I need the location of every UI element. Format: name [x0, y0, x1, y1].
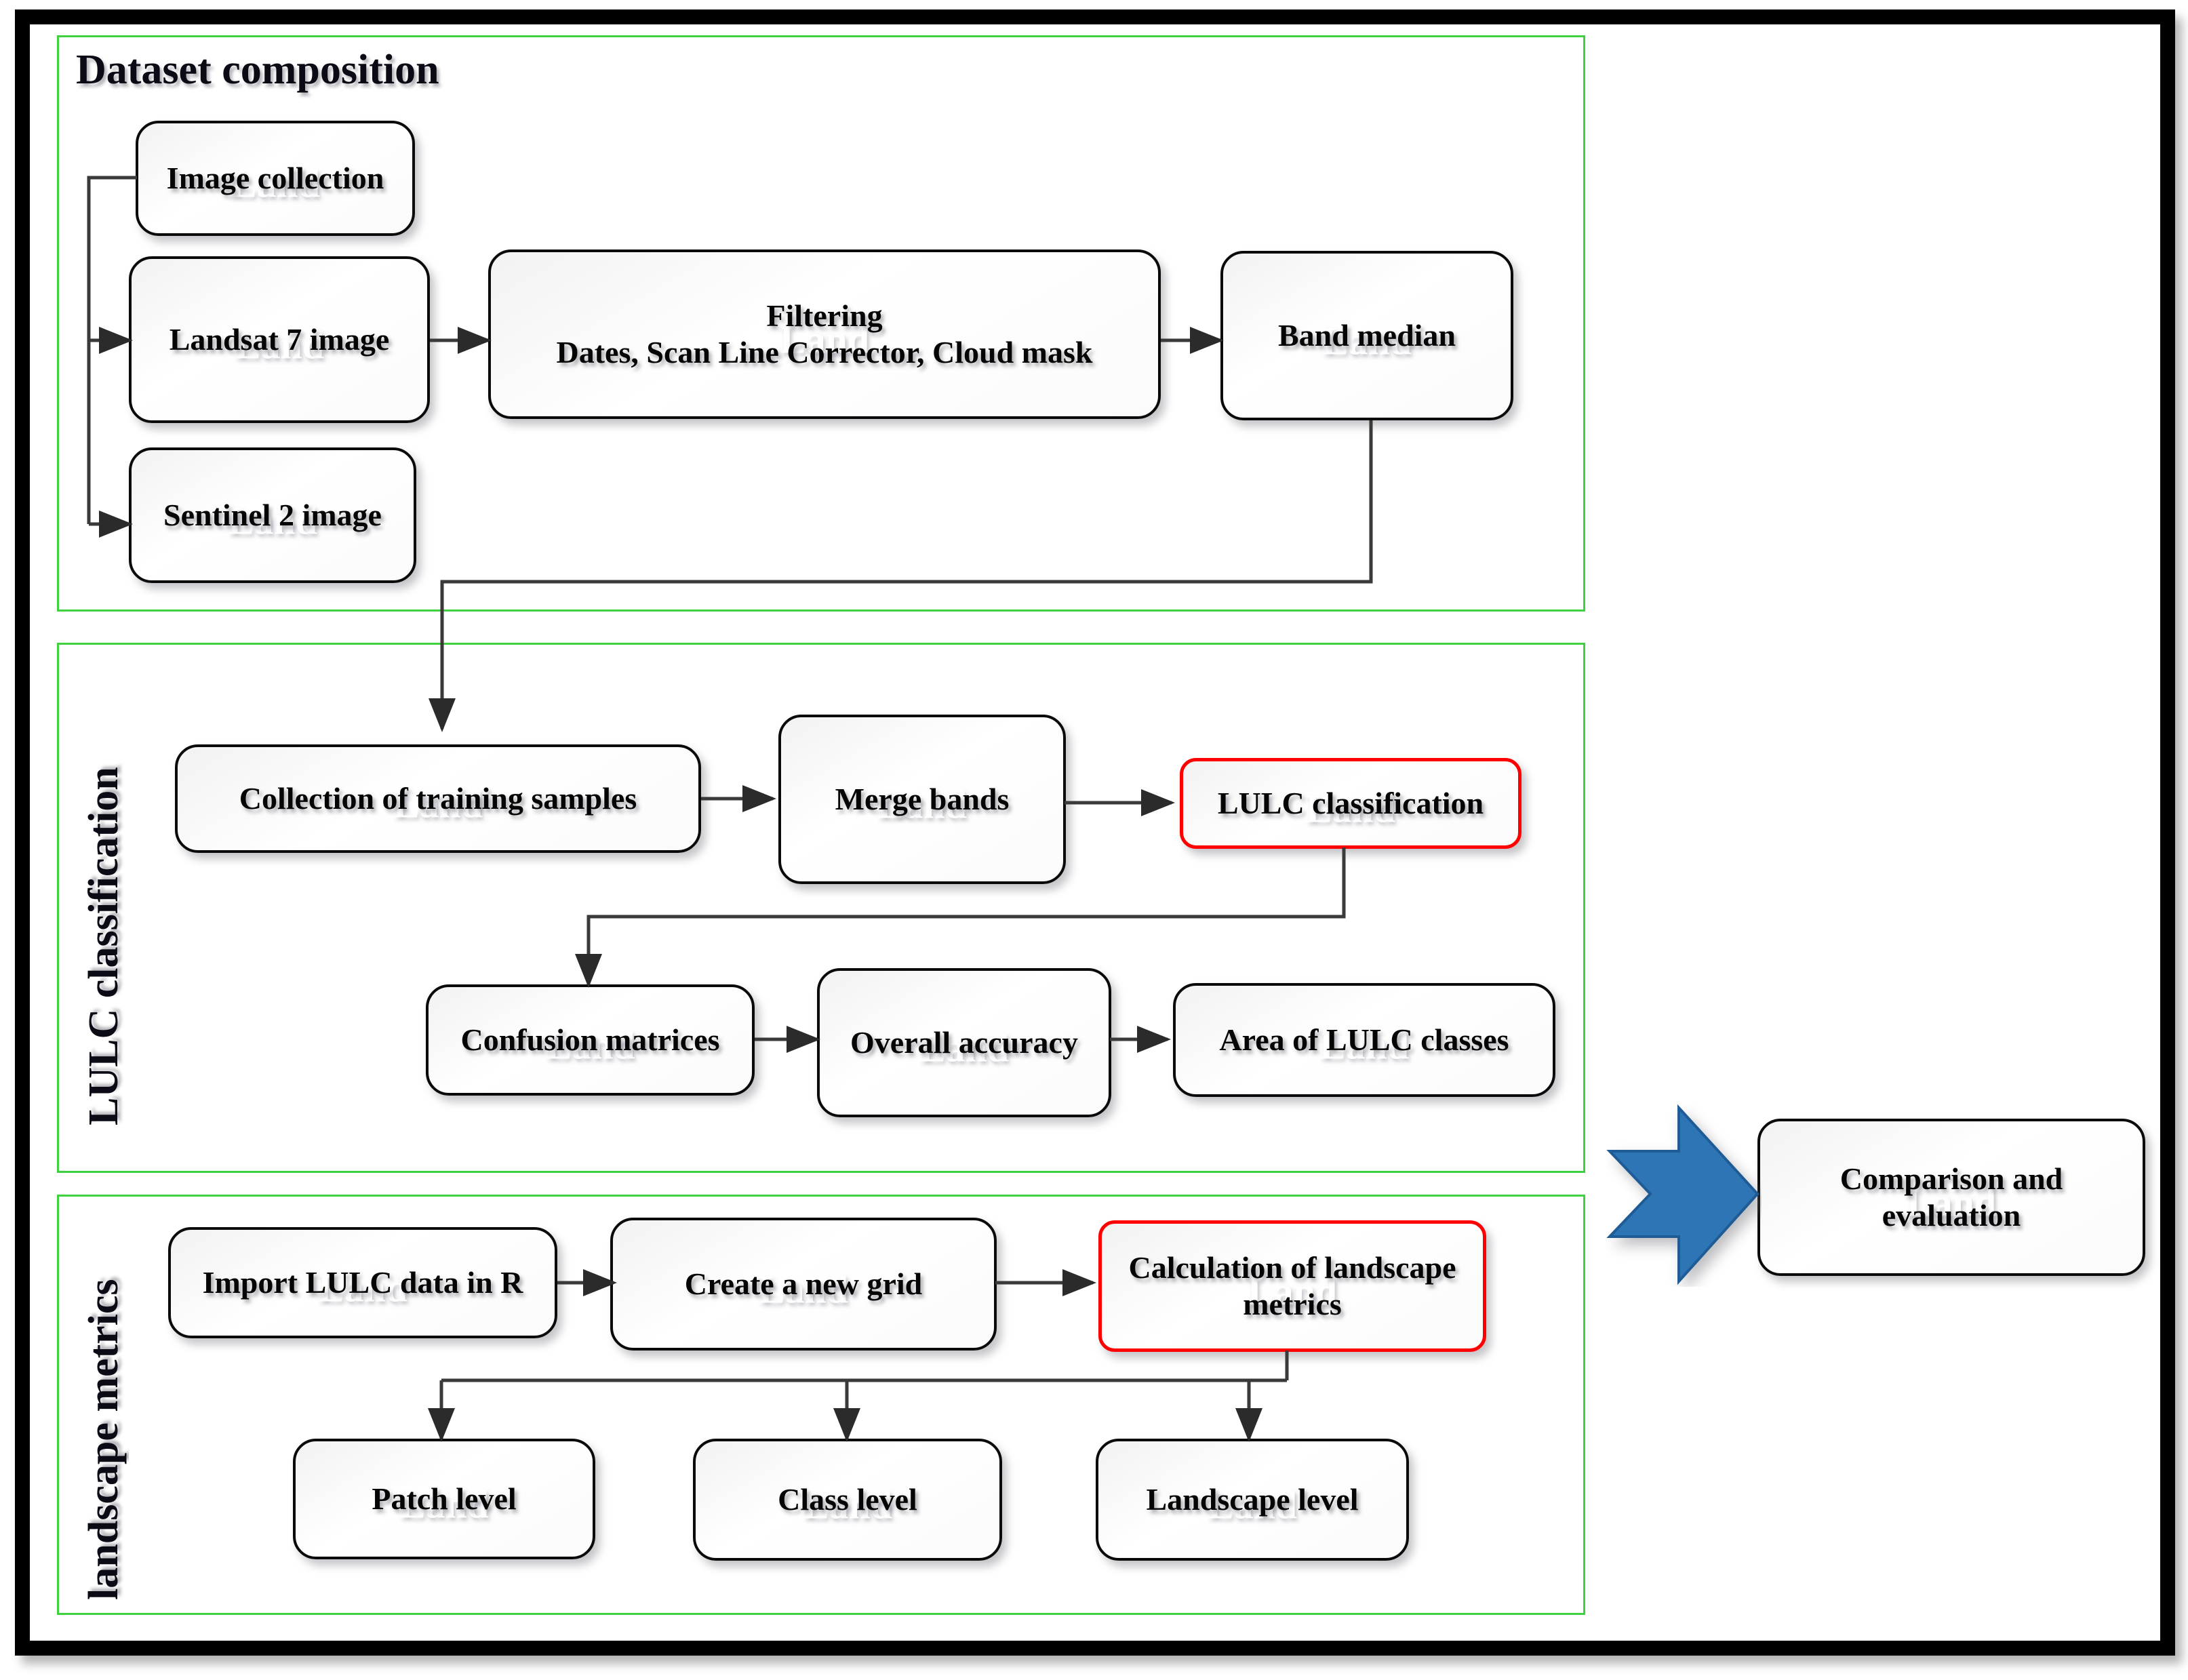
node-label: Collection of training samples [239, 780, 637, 816]
node-comparison-and-evaluation[interactable]: Land Comparison and evaluation [1757, 1119, 2145, 1276]
calc-metrics-line-2: metrics [1243, 1287, 1342, 1321]
node-label: LULC classification [1217, 785, 1484, 820]
filtering-line-1: Filtering [766, 298, 883, 333]
comparison-line-1: Comparison and [1839, 1161, 2063, 1196]
section-landscape-metrics [57, 1195, 1585, 1615]
blue-arrow-icon [1606, 1104, 1759, 1285]
node-class-level[interactable]: Land Class level [693, 1439, 1002, 1561]
node-overall-accuracy[interactable]: Land Overall accuracy [817, 968, 1111, 1117]
node-label: Create a new grid [684, 1266, 923, 1301]
node-collection-of-training-samples[interactable]: Land Collection of training samples [175, 744, 701, 853]
section-title-lulc-classification: LULC classification [81, 767, 127, 1125]
node-image-collection[interactable]: Land Image collection [136, 121, 415, 236]
node-label: Landsat 7 image [169, 321, 390, 357]
node-label: Comparison and evaluation [1831, 1161, 2072, 1235]
node-label: Class level [778, 1481, 917, 1517]
node-area-of-lulc-classes[interactable]: Land Area of LULC classes [1173, 983, 1555, 1097]
node-label: Area of LULC classes [1219, 1022, 1509, 1057]
section-title-landscape-metrics: landscape metrics [81, 1279, 127, 1600]
node-label: Overall accuracy [850, 1024, 1078, 1060]
comparison-line-2: evaluation [1882, 1198, 2021, 1233]
node-confusion-matrices[interactable]: Land Confusion matrices [426, 984, 755, 1096]
node-merge-bands[interactable]: Land Merge bands [778, 715, 1066, 884]
node-label: Import LULC data in R [202, 1264, 523, 1300]
node-label: Landscape level [1146, 1481, 1359, 1517]
node-import-lulc-data-in-r[interactable]: Land Import LULC data in R [168, 1227, 557, 1338]
node-label: Band median [1277, 317, 1456, 353]
filtering-line-2: Dates, Scan Line Corrector, Cloud mask [556, 335, 1093, 369]
node-label: Image collection [166, 160, 384, 195]
node-label: Filtering Dates, Scan Line Corrector, Cl… [547, 298, 1102, 372]
node-create-a-new-grid[interactable]: Land Create a new grid [610, 1218, 997, 1351]
calc-metrics-line-1: Calculation of landscape [1128, 1249, 1456, 1285]
node-sentinel-2-image[interactable]: Land Sentinel 2 image [129, 447, 416, 583]
node-landsat-7-image[interactable]: Land Landsat 7 image [129, 256, 430, 423]
node-landscape-level[interactable]: Land Landscape level [1096, 1439, 1409, 1561]
node-label: Confusion matrices [460, 1022, 720, 1057]
node-lulc-classification[interactable]: Land LULC classification [1180, 758, 1521, 849]
node-label: Merge bands [835, 781, 1010, 816]
node-filtering[interactable]: Land Filtering Dates, Scan Line Correcto… [488, 249, 1161, 419]
node-label: Sentinel 2 image [163, 497, 382, 532]
section-title-dataset-composition: Dataset composition [76, 47, 439, 93]
node-band-median[interactable]: Land Band median [1220, 251, 1513, 420]
node-calculation-of-landscape-metrics[interactable]: Land Calculation of landscape metrics [1098, 1220, 1486, 1352]
node-label: Calculation of landscape metrics [1119, 1249, 1465, 1323]
node-label: Patch level [372, 1481, 517, 1516]
node-patch-level[interactable]: Land Patch level [293, 1439, 595, 1559]
